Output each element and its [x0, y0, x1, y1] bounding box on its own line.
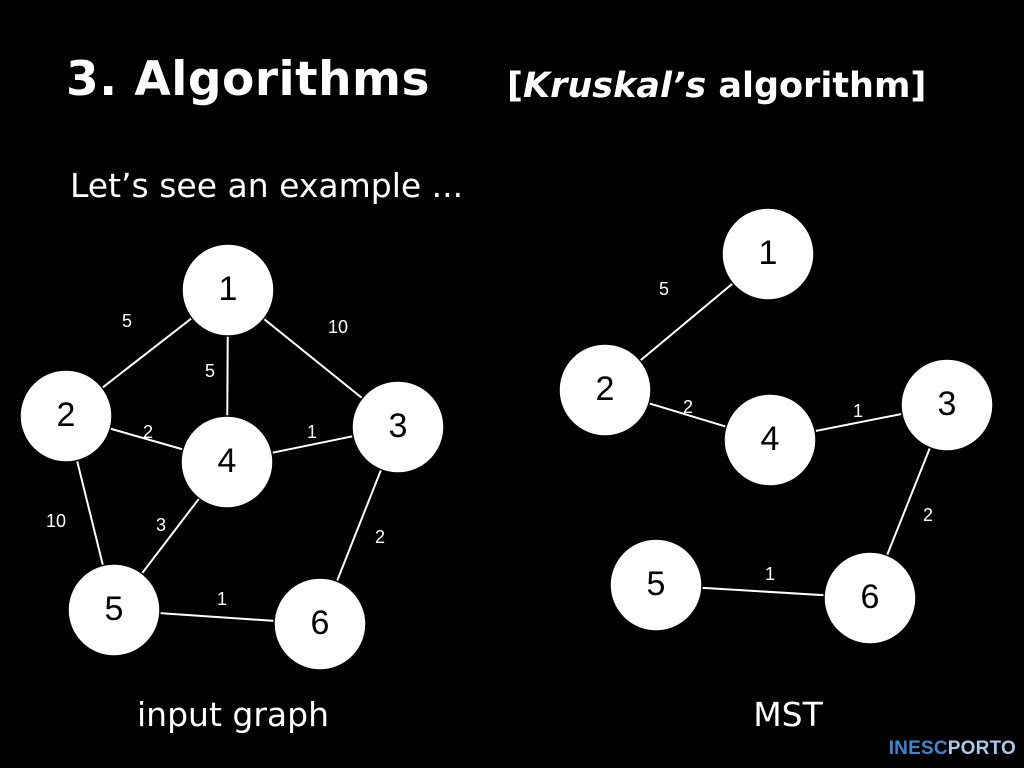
input-node-4 [180, 415, 274, 509]
mst-edge-weight-3-6: 2 [923, 505, 933, 525]
mst-node-1 [721, 207, 815, 301]
mst-node-label-3: 3 [938, 385, 957, 423]
input-graph-caption: input graph [137, 695, 329, 734]
input-edge-weight-1-4: 5 [205, 361, 215, 381]
mst-graph: 5 2 1 2 1 1 2 3 4 5 6 [558, 207, 994, 645]
mst-node-2 [558, 343, 652, 437]
logo-porto: PORTO [947, 738, 1016, 759]
mst-node-label-5: 5 [647, 565, 666, 603]
input-node-1 [181, 243, 275, 337]
mst-edge-weight-5-6: 1 [765, 564, 775, 584]
mst-edge-weight-1-2: 5 [659, 279, 669, 299]
input-edge-weight-1-3: 10 [328, 317, 348, 337]
input-node-label-5: 5 [105, 590, 124, 628]
mst-edge-weight-4-3: 1 [853, 401, 863, 421]
mst-node-label-2: 2 [596, 370, 615, 408]
input-edge-weight-5-6: 1 [217, 589, 227, 609]
slide-subtitle: [Kruskal’s algorithm] [507, 66, 926, 106]
mst-node-6 [823, 551, 917, 645]
mst-node-4 [723, 393, 817, 487]
input-node-label-4: 4 [218, 442, 237, 480]
input-node-2 [19, 369, 113, 463]
input-edge-weight-4-5: 3 [156, 515, 166, 535]
mst-caption: MST [753, 695, 823, 734]
input-node-3 [351, 380, 445, 474]
subtitle-algorithm: algorithm] [706, 66, 927, 106]
intro-text: Let’s see an example ... [70, 166, 464, 205]
input-node-label-3: 3 [389, 407, 408, 445]
slide-title: 3. Algorithms [66, 52, 431, 107]
input-node-label-6: 6 [311, 604, 330, 642]
subtitle-kruskal: Kruskal’s [523, 66, 707, 106]
inescporto-logo: INESCPORTO [889, 738, 1016, 760]
input-edge-weight-1-2: 5 [122, 311, 132, 331]
input-edge-weight-4-3: 1 [307, 422, 317, 442]
input-edge-weight-2-5: 10 [46, 511, 66, 531]
mst-node-3 [900, 358, 994, 452]
mst-edge-weight-2-4: 2 [683, 397, 693, 417]
mst-node-label-6: 6 [861, 578, 880, 616]
input-edge-weight-2-4: 2 [143, 422, 153, 442]
logo-inesc: INESC [888, 738, 948, 759]
input-node-label-1: 1 [219, 270, 238, 308]
mst-node-5 [609, 538, 703, 632]
input-node-6 [273, 577, 367, 671]
input-node-label-2: 2 [57, 396, 76, 434]
subtitle-open-bracket: [ [507, 66, 523, 106]
input-graph: 5 5 10 2 1 10 3 2 1 1 2 3 4 5 6 [19, 243, 445, 671]
input-node-5 [67, 563, 161, 657]
mst-node-label-1: 1 [759, 234, 778, 272]
mst-node-label-4: 4 [761, 420, 780, 458]
input-edge-weight-3-6: 2 [375, 527, 385, 547]
